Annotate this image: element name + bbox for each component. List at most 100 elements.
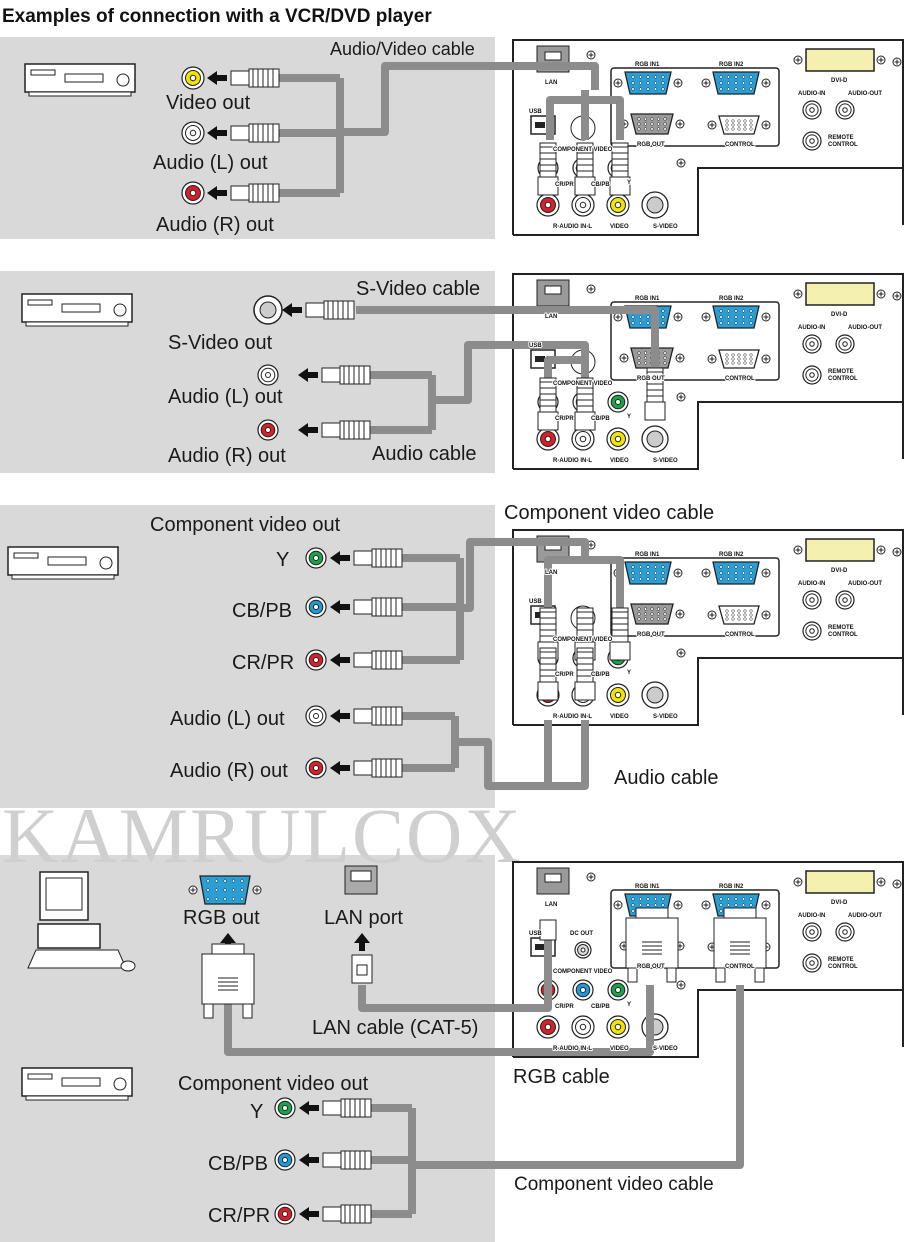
- dc-out-label: DC OUT: [570, 931, 593, 937]
- vga-pin: [631, 897, 635, 901]
- r-audio-in-l-label: R-AUDIO IN-L: [553, 458, 592, 464]
- screw-icon: [701, 312, 711, 322]
- vga-pin: [646, 571, 650, 575]
- screw-cross: [878, 57, 884, 63]
- vga-pin: [653, 565, 658, 569]
- screw-icon: [876, 877, 886, 887]
- rgb-out-port: [188, 875, 262, 905]
- vga-pin: [741, 321, 746, 325]
- vga-pin: [725, 361, 729, 365]
- vga-pin: [646, 577, 650, 581]
- vga-pin: [653, 897, 658, 901]
- arrow-icon: [330, 761, 350, 775]
- plug-tip: [537, 411, 559, 431]
- jack-pin: [544, 435, 552, 443]
- arrow-icon: [299, 1101, 319, 1115]
- vga-pin: [661, 897, 665, 901]
- vga-pin: [749, 609, 753, 613]
- cr-pr-label: CR/PR: [555, 672, 574, 678]
- plug-body: [339, 365, 371, 385]
- vga-pin: [741, 577, 746, 581]
- screw-icon: [707, 120, 717, 130]
- vga-pin: [737, 127, 741, 131]
- audio-in-l-jack: [571, 1015, 595, 1039]
- plug-tip: [353, 760, 373, 776]
- usb-slot: [535, 944, 545, 950]
- s-video-out-label: S-Video out: [168, 332, 273, 354]
- device-panel: [30, 69, 56, 76]
- vga-pin: [741, 87, 746, 91]
- plug-body: [539, 647, 557, 683]
- vga-pin: [646, 903, 650, 907]
- plug-tip: [537, 176, 559, 196]
- screw-icon: [676, 648, 686, 658]
- screw-cross: [795, 547, 801, 553]
- source-jack: [305, 596, 327, 618]
- jack-pin: [580, 987, 586, 993]
- screw-cross: [878, 291, 884, 297]
- vga-pin: [631, 315, 635, 319]
- screw-icon: [673, 568, 683, 578]
- screw-icon: [793, 55, 803, 65]
- vga-pin: [214, 888, 219, 892]
- vga-pin: [637, 127, 641, 131]
- rca-plug: [609, 607, 631, 661]
- vga-pin: [737, 353, 741, 357]
- video-in-jack: [606, 1015, 630, 1039]
- screw-icon: [673, 78, 683, 88]
- vga-pin: [734, 903, 738, 907]
- screw-cross: [795, 57, 801, 63]
- vga-pin: [663, 117, 667, 121]
- vga-pin: [638, 87, 643, 91]
- vga-pin: [731, 123, 735, 127]
- arrow-icon: [330, 709, 350, 723]
- vga-pin: [631, 571, 635, 575]
- remote-label: REMOTE: [828, 135, 854, 141]
- vga-pin: [646, 321, 650, 325]
- rca-plug: [207, 183, 280, 203]
- vga-pin: [726, 309, 731, 313]
- rca-plug: [299, 1098, 372, 1118]
- vga-pin: [725, 617, 729, 621]
- vga-pin: [734, 309, 738, 313]
- plug-body: [340, 1204, 372, 1224]
- control-label: CONTROL: [725, 632, 755, 638]
- av-cable-label: Audio/Video cable: [330, 39, 475, 59]
- vga-pin: [214, 879, 219, 883]
- device-base: [11, 574, 115, 580]
- audio-r-out-label: Audio (R) out: [168, 445, 286, 467]
- screw-icon: [793, 545, 803, 555]
- cb-pb-label: CB/PB: [591, 416, 610, 422]
- jack-pin: [189, 74, 197, 82]
- vga-pin: [743, 127, 747, 131]
- vga-pin: [725, 353, 729, 357]
- vga-pin: [638, 565, 643, 569]
- screw-cross: [678, 160, 684, 166]
- vga-pin: [663, 361, 667, 365]
- plug-body: [248, 123, 280, 143]
- screw-cross: [709, 612, 715, 618]
- screw-cross: [588, 874, 594, 880]
- usb-slot: [535, 122, 545, 128]
- screw-cross: [677, 611, 683, 617]
- s-video-source-jack: [253, 295, 283, 325]
- vga-pin: [726, 571, 731, 575]
- plug-body: [371, 706, 403, 726]
- jack-pin: [614, 435, 622, 443]
- vga-pin: [737, 119, 741, 123]
- arrow-up-icon: [220, 933, 236, 951]
- vga-pin: [734, 315, 738, 319]
- vga-pin: [661, 75, 665, 79]
- vga-pin: [726, 321, 731, 325]
- rgb-cable: [412, 985, 744, 1169]
- dvi-d-port: [805, 48, 875, 72]
- vga-pin: [661, 321, 665, 325]
- screw-icon: [892, 879, 902, 889]
- screw-icon: [892, 547, 902, 557]
- vga-pin: [650, 607, 654, 611]
- s-video-jack: [641, 681, 669, 709]
- plug-body: [611, 607, 629, 643]
- audio-in-label: AUDIO-IN: [798, 581, 825, 587]
- vga-pin: [741, 81, 746, 85]
